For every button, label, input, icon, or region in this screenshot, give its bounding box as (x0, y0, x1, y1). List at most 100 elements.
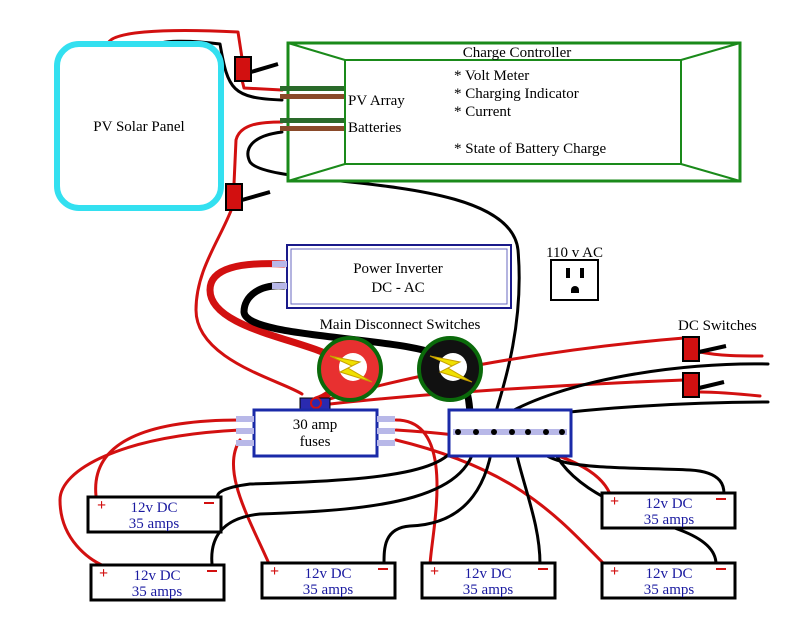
pv-array-label: PV Array (348, 93, 405, 109)
breaker-body (234, 56, 252, 82)
outlet-plate (550, 259, 599, 301)
fuse-to-battery-3-wire (231, 438, 272, 568)
battery-label-1: 12v DC (645, 566, 692, 582)
inverter-label-1: Power Inverter (353, 261, 443, 277)
feature-charging-indicator: * Charging Indicator (454, 86, 579, 102)
battery-1[interactable]: + 12v DC 35 amps (86, 495, 223, 534)
fuse-to-battery-1-wire (94, 418, 242, 498)
fuse-to-battery-4-wire (394, 418, 439, 568)
battery-body (600, 491, 737, 530)
battery-body (420, 561, 557, 600)
bus-stud (473, 429, 479, 435)
battery-label-1: 12v DC (133, 568, 180, 584)
battery-5[interactable]: + 12v DC 35 amps (600, 491, 737, 530)
fuse-block-body (252, 408, 379, 458)
pv-terminal-bar (280, 86, 344, 91)
battery-label-2: 35 amps (129, 516, 180, 532)
battery-positive-trunk-wire (194, 206, 304, 396)
battery-breaker[interactable] (225, 183, 271, 211)
pv-terminal-bar (280, 94, 344, 99)
breaker-body (225, 183, 243, 211)
battery-4[interactable]: + 12v DC 35 amps (420, 561, 557, 600)
feature-state-of-charge: * State of Battery Charge (454, 141, 607, 157)
power-inverter[interactable]: Power Inverter DC - AC (272, 244, 512, 309)
switch-lever (698, 344, 727, 354)
main-disconnect-label: Main Disconnect Switches (320, 317, 481, 333)
charge-controller[interactable]: Charge Controller PV Array Batteries * V… (280, 41, 742, 183)
breaker-lever (250, 62, 279, 74)
solar-positive-wire-2 (240, 78, 284, 92)
battery-body (600, 561, 737, 600)
fuse-terminal (377, 416, 395, 422)
minus-icon (538, 568, 548, 570)
minus-icon (207, 570, 217, 572)
battery-terminal-bar (280, 118, 344, 123)
battery-label-1: 12v DC (645, 496, 692, 512)
battery-label-1: 12v DC (464, 566, 511, 582)
switch-body (682, 372, 700, 398)
fuse-terminal (377, 428, 395, 434)
outlet-slot (580, 268, 584, 278)
bevel-line (287, 42, 346, 61)
ac-outlet[interactable]: 110 v AC (546, 245, 603, 301)
batteries-label: Batteries (348, 120, 401, 136)
minus-icon (204, 502, 214, 504)
dc-switch-1-negative-wire (498, 362, 770, 420)
fuse-block[interactable]: 30 amp fuses (236, 397, 395, 458)
solar-panel[interactable]: PV Solar Panel (54, 41, 224, 211)
bevel-line (680, 163, 741, 182)
battery-label-1: 12v DC (130, 500, 177, 516)
inverter-terminal (272, 261, 287, 267)
dc-switch-1[interactable] (682, 336, 727, 362)
plus-icon: + (99, 565, 108, 582)
minus-icon (378, 568, 388, 570)
bus-to-battery-2-wire (210, 430, 478, 566)
battery-2[interactable]: + 12v DC 35 amps (89, 563, 226, 602)
battery-6[interactable]: + 12v DC 35 amps (600, 561, 737, 600)
plus-icon: + (610, 493, 619, 510)
minus-icon (716, 498, 726, 500)
outlet-slot (566, 268, 570, 278)
battery-label-2: 35 amps (644, 512, 695, 528)
minus-icon (716, 568, 726, 570)
dc-switch-2[interactable] (682, 372, 725, 398)
battery-label-1: 12v DC (304, 566, 351, 582)
main-disconnect-negative[interactable] (417, 336, 483, 402)
fuse-block-stud (310, 397, 322, 409)
plus-icon: + (270, 563, 279, 580)
lightning-icon (329, 355, 373, 383)
main-disconnect-positive[interactable] (317, 336, 383, 402)
battery-3[interactable]: + 12v DC 35 amps (260, 561, 397, 600)
inverter-label-2: DC - AC (371, 280, 424, 296)
fuse-terminal (377, 440, 395, 446)
bus-stud (455, 429, 461, 435)
dc-switches-label: DC Switches (678, 318, 757, 334)
inverter-inner-frame (290, 248, 508, 305)
fuse-to-battery-2-wire (58, 428, 242, 568)
solar-breaker[interactable] (234, 56, 279, 82)
battery-label-2: 35 amps (463, 582, 514, 598)
fuse-terminal (236, 440, 254, 446)
battery-body (89, 563, 226, 602)
dc-switch-2-out-wire (698, 390, 762, 398)
feature-current: * Current (454, 104, 512, 120)
bevel-line (287, 163, 346, 182)
fuse-label-2: fuses (300, 434, 331, 450)
solar-panel-label: PV Solar Panel (93, 119, 184, 135)
bus-stud (509, 429, 515, 435)
plus-icon: + (430, 563, 439, 580)
bus-stud (559, 429, 565, 435)
bus-stud (491, 429, 497, 435)
dc-switch-1-out-wire (698, 350, 764, 358)
battery-label-2: 35 amps (303, 582, 354, 598)
lightning-icon (429, 355, 473, 383)
plus-icon: + (97, 497, 106, 514)
controller-inner-frame (344, 59, 682, 165)
solar-panel-frame (54, 41, 224, 211)
controller-title: Charge Controller (463, 45, 571, 61)
battery-body (260, 561, 397, 600)
negative-bus-bar[interactable] (447, 408, 573, 458)
bus-to-battery-3-wire (382, 430, 496, 566)
controller-battery-positive-wire (232, 120, 284, 186)
